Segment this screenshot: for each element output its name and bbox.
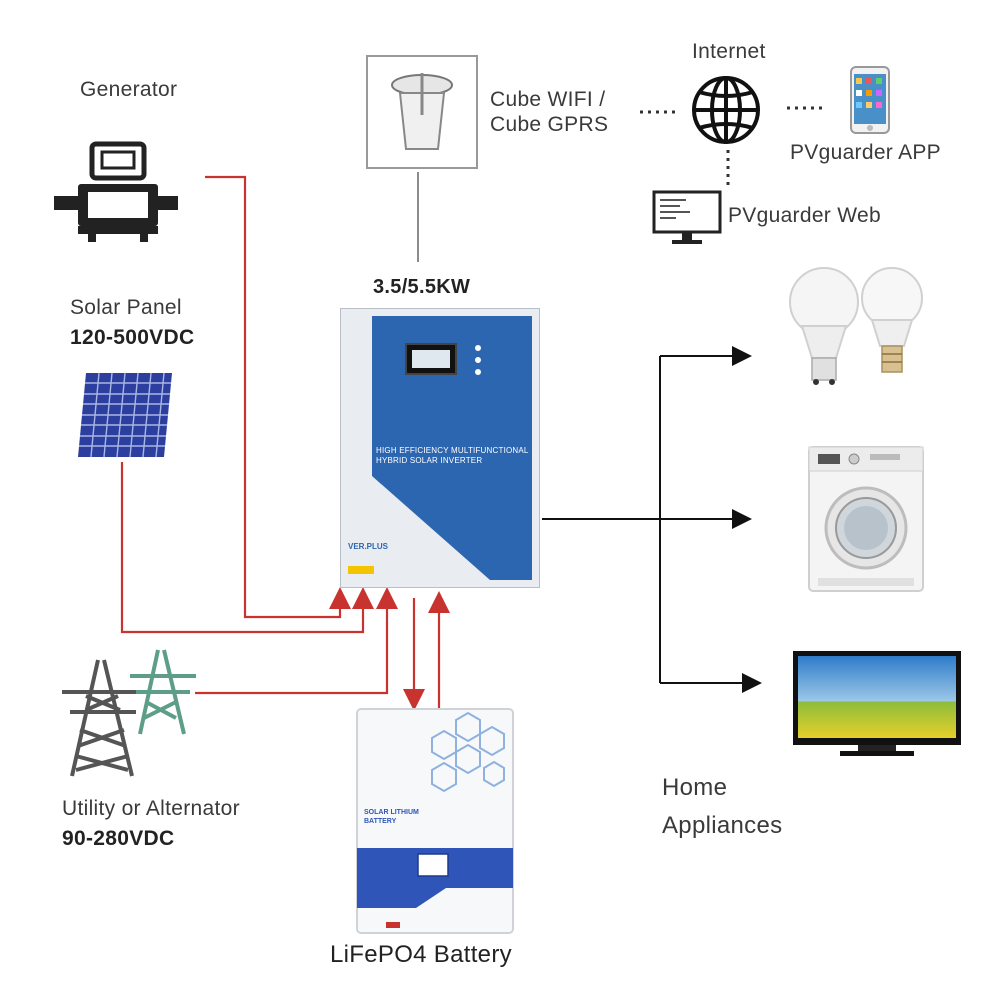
solar-panel-label: Solar Panel [70, 296, 182, 319]
utility-label: Utility or Alternator [62, 797, 240, 820]
battery-panel-line1: SOLAR LITHIUM [364, 809, 419, 816]
light-bulb-icon [789, 267, 923, 385]
inverter-front-line2: HYBRID SOLAR INVERTER [376, 456, 483, 465]
solar-panel-spec: 120-500VDC [70, 326, 195, 349]
television-icon [793, 651, 961, 756]
wifi-label-line2: Cube GPRS [490, 113, 609, 136]
inverter-icon: HIGH EFFICIENCY MULTIFUNCTIONAL HYBRID S… [340, 308, 540, 588]
washing-machine-icon [808, 446, 924, 592]
solar-panel-icon [78, 373, 172, 457]
battery-icon: SOLAR LITHIUM BATTERY [356, 708, 514, 934]
smartphone-icon [850, 66, 890, 134]
generator-wire [205, 175, 351, 619]
inverter-power-label: 3.5/5.5KW [373, 276, 471, 298]
wifi-dongle-icon [366, 55, 478, 169]
home-appliances-label-line1: Home [662, 774, 728, 801]
wifi-label-line1: Cube WIFI / [490, 88, 606, 111]
globe-icon [692, 76, 760, 144]
battery-panel-line2: BATTERY [364, 818, 397, 825]
power-tower-icon [62, 649, 196, 777]
solar-wire [120, 462, 374, 634]
generator-label: Generator [80, 78, 178, 101]
generator-icon [54, 141, 178, 242]
internet-label: Internet [692, 40, 766, 63]
battery-label: LiFePO4 Battery [330, 941, 512, 968]
web-label: PVguarder Web [728, 204, 881, 227]
utility-spec: 90-280VDC [62, 827, 175, 850]
app-label: PVguarder APP [790, 141, 941, 164]
computer-monitor-icon [652, 190, 722, 244]
home-appliances-label-line2: Appliances [662, 812, 783, 839]
inverter-front-line1: HIGH EFFICIENCY MULTIFUNCTIONAL [376, 446, 529, 455]
inverter-model: VER.PLUS [348, 542, 389, 551]
utility-wire [195, 587, 398, 695]
